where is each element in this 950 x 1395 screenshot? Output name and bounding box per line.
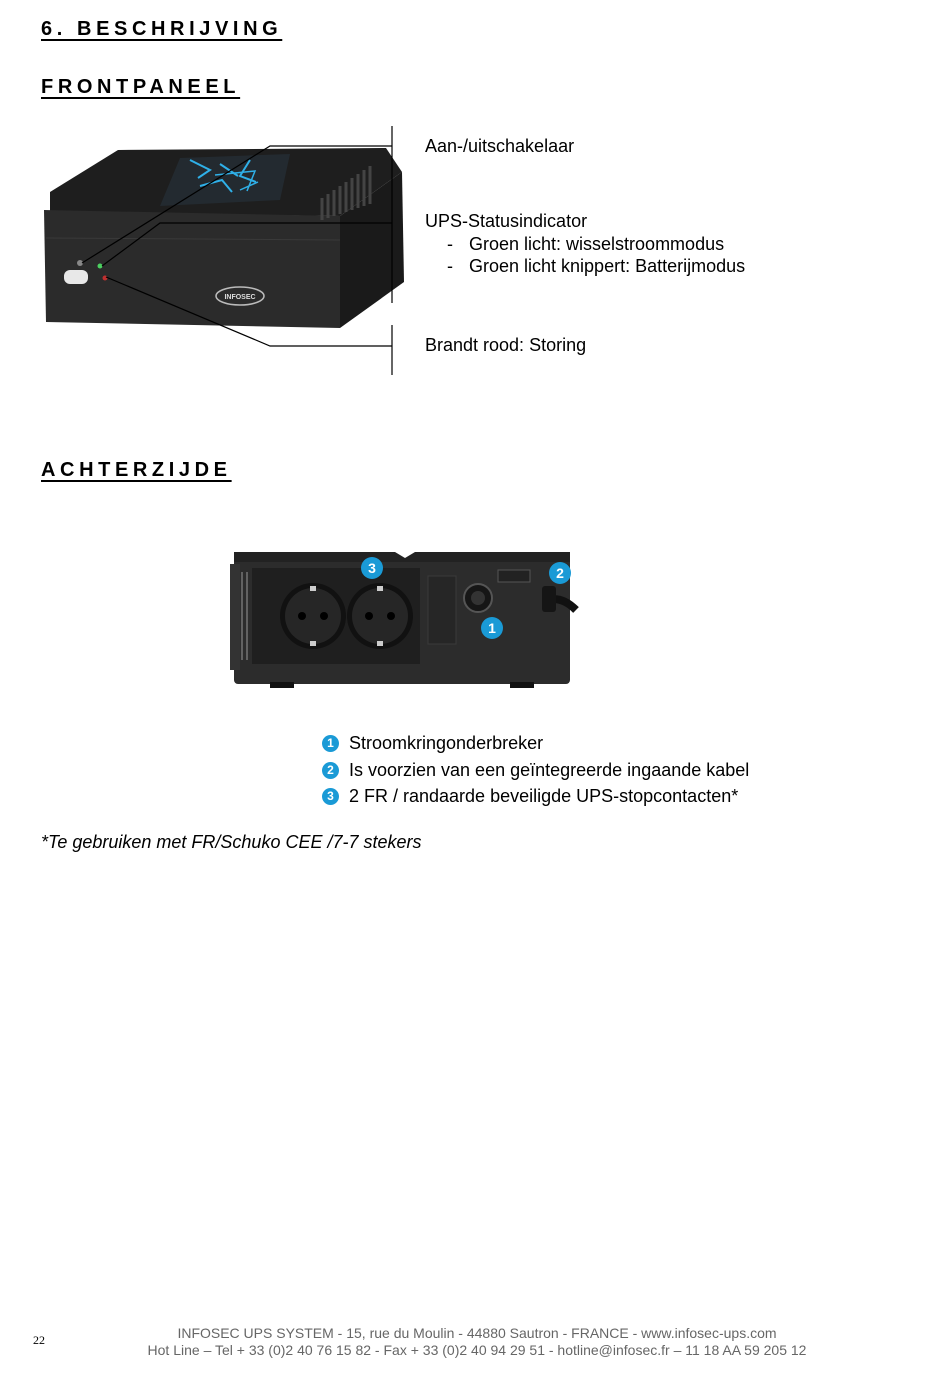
ups-outlet-right: [347, 583, 413, 649]
plug-note: *Te gebruiken met FR/Schuko CEE /7-7 ste…: [41, 832, 422, 852]
front-panel-illustration: INFOSEC: [44, 126, 404, 375]
front-panel-heading: FRONTPANEEL: [41, 76, 241, 98]
footer: INFOSEC UPS SYSTEM - 15, rue du Moulin -…: [60, 1325, 894, 1359]
rear-panel-illustration: 3 2 1: [230, 552, 579, 688]
svg-text:2: 2: [556, 565, 564, 581]
callout-3: 3: [361, 557, 383, 579]
page-number: 22: [33, 1333, 45, 1347]
svg-text:3: 3: [368, 560, 376, 576]
status-indicator-label: UPS-Statusindicator: [425, 211, 588, 231]
brand-logo: INFOSEC: [224, 294, 255, 301]
legend-item-outlets: 3 2 FR / randaarde beveiligde UPS-stopco…: [322, 786, 738, 807]
fault-label: Brandt rood: Storing: [425, 335, 587, 355]
legend-number-3: 3: [322, 788, 339, 805]
footer-contact: Hot Line – Tel + 33 (0)2 40 76 15 82 - F…: [147, 1342, 807, 1358]
status-item-battery-mode: -Groen licht knippert: Batterijmodus: [447, 256, 746, 276]
footer-address: INFOSEC UPS SYSTEM - 15, rue du Moulin -…: [177, 1325, 777, 1341]
callout-2: 2: [549, 562, 571, 584]
legend-item-circuit-breaker: 1 Stroomkringonderbreker: [322, 733, 543, 754]
legend-number-1: 1: [322, 735, 339, 752]
ups-outlet-left: [280, 583, 346, 649]
section-title: 6. BESCHRIJVING: [41, 18, 283, 40]
status-item-ac-mode: -Groen licht: wisselstroommodus: [447, 234, 725, 254]
legend-item-input-cable: 2 Is voorzien van een geïntegreerde inga…: [322, 760, 749, 781]
svg-text:1: 1: [488, 620, 496, 636]
rear-panel-heading: ACHTERZIJDE: [41, 459, 232, 481]
power-switch-label: Aan-/uitschakelaar: [425, 136, 575, 156]
legend-number-2: 2: [322, 762, 339, 779]
callout-1: 1: [481, 617, 503, 639]
